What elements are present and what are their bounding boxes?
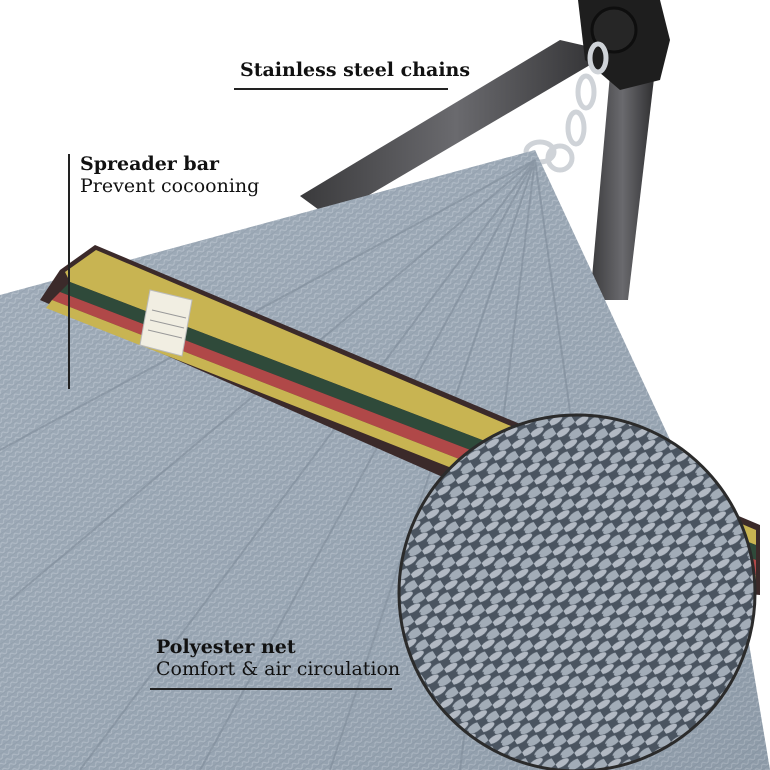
spreader-callout-rule xyxy=(68,154,70,389)
net-callout: Polyester net Comfort & air circulation xyxy=(156,636,401,681)
spreader-callout-subtitle: Prevent cocooning xyxy=(80,174,260,197)
chains-callout-rule xyxy=(234,88,448,90)
label-tag-icon xyxy=(139,289,193,357)
stand-frame xyxy=(300,40,655,300)
spreader-callout: Spreader bar Prevent cocooning xyxy=(80,153,260,198)
chains-callout-title: Stainless steel chains xyxy=(240,59,471,81)
net-callout-subtitle: Comfort & air circulation xyxy=(156,657,401,680)
chains-callout: Stainless steel chains xyxy=(240,59,471,82)
net-callout-title: Polyester net xyxy=(156,636,296,658)
zoom-lens-icon xyxy=(397,413,757,770)
net-callout-rule xyxy=(150,688,392,690)
spreader-callout-title: Spreader bar xyxy=(80,153,220,175)
